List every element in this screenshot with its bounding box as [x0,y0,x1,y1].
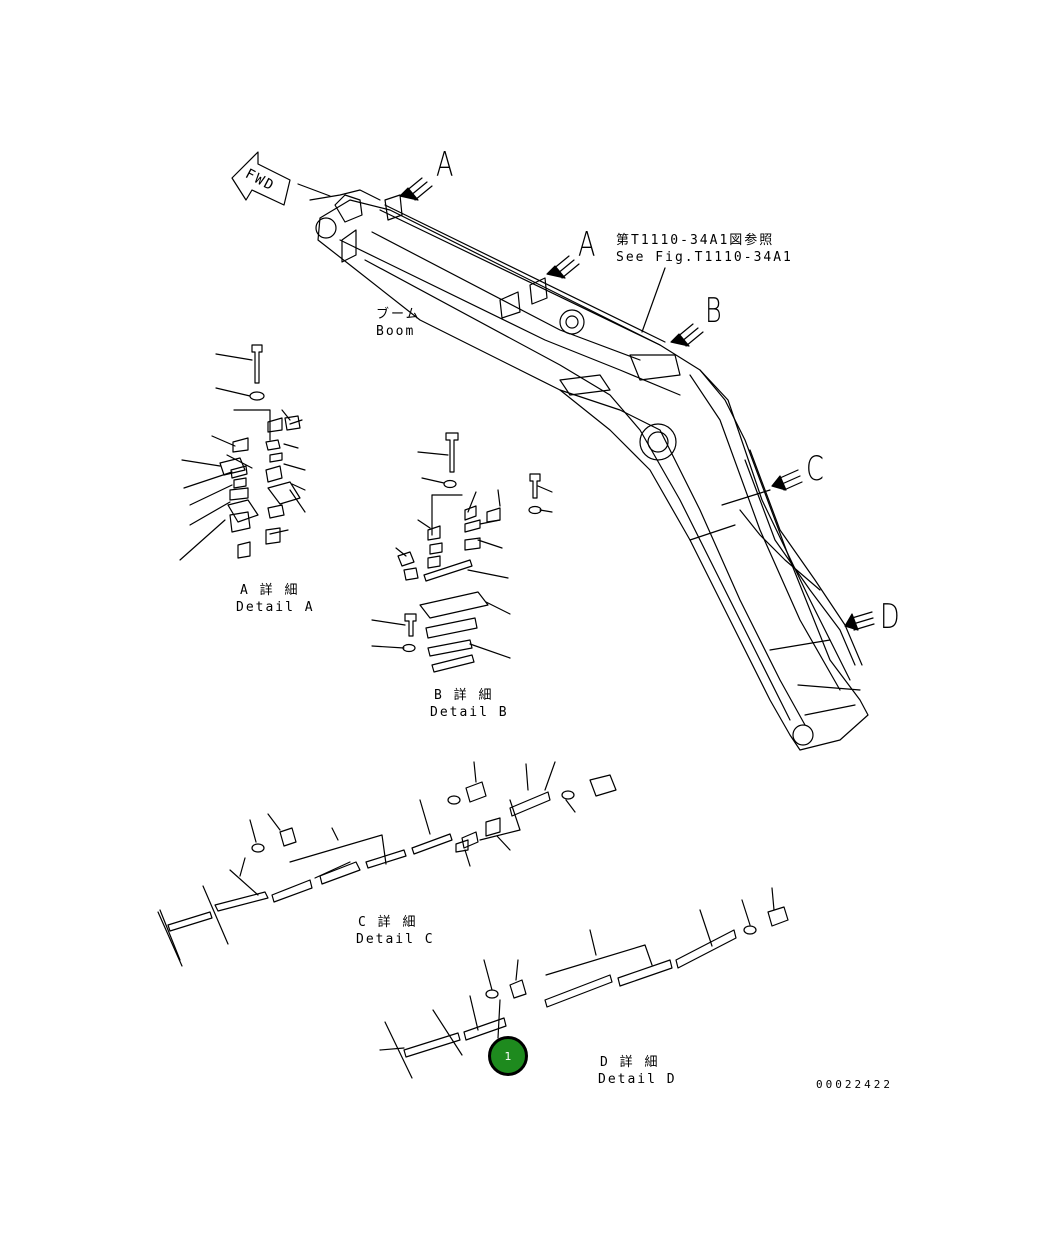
detail-a-title-jp: A 詳 細 [240,583,300,598]
callout-letter-a1: A [436,145,454,185]
drawing-number: 00022422 [816,1078,893,1091]
detail-b-title-jp: B 詳 細 [434,688,494,703]
callout-letter-a2: A [578,225,596,265]
detail-c-title-en: Detail C [356,932,435,947]
detail-d-title-en: Detail D [598,1072,677,1087]
fwd-arrow-icon [231,151,291,206]
detail-a-title-en: Detail A [236,600,315,615]
callout-letter-c: C [806,449,824,489]
detail-c-parts [157,761,617,967]
detail-b-title-en: Detail B [430,705,509,720]
reference-label-en: See Fig.T1110-34A1 [616,250,793,265]
callout-arrow-b-icon [670,323,704,347]
item-number-badge[interactable]: 1 [488,1036,528,1076]
detail-d-title-jp: D 詳 細 [600,1055,660,1070]
boom-label-jp: ブーム [376,307,421,322]
callout-arrow-a1-icon [399,177,433,201]
boom-label-en: Boom [376,324,416,339]
reference-leader-line [641,267,666,333]
detail-a-parts [179,344,306,561]
callout-arrow-d-icon [844,611,875,631]
callout-arrow-c-icon [771,469,803,491]
detail-b-parts [371,432,553,673]
detail-c-title-jp: C 詳 細 [358,915,418,930]
detail-d-parts [379,887,789,1079]
callout-letter-d: D [880,597,900,637]
callout-letter-b: B [705,291,722,331]
boom-body [297,183,869,751]
reference-label-jp: 第T1110-34A1図参照 [616,233,775,248]
callout-arrow-a2-icon [546,255,580,279]
